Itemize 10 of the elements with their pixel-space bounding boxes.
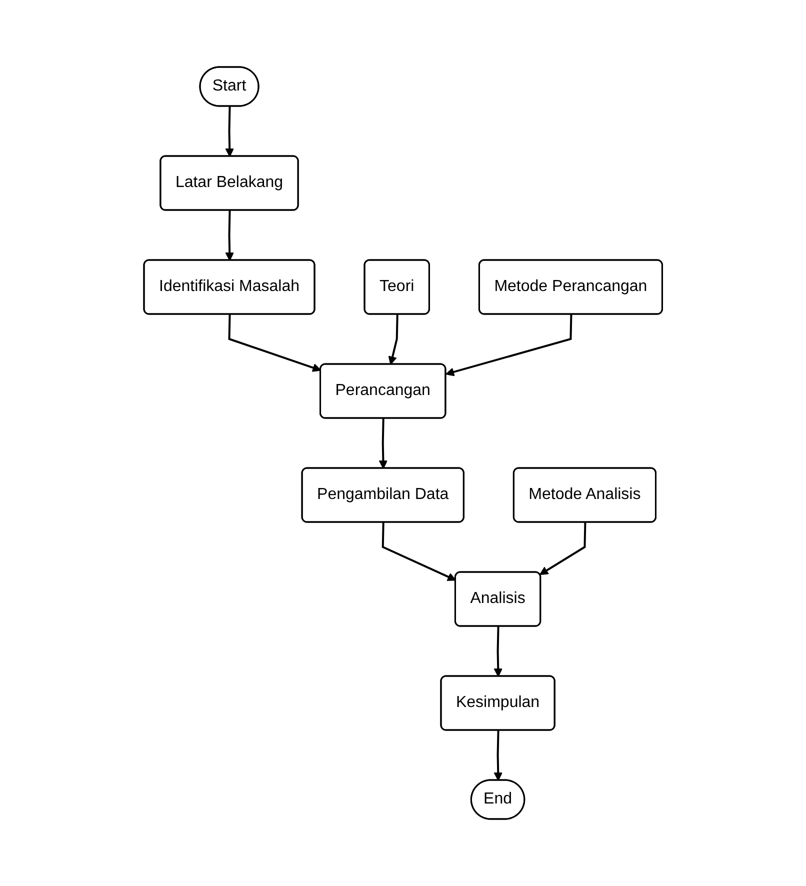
arrow	[378, 418, 388, 469]
arrow	[494, 730, 502, 781]
arrow	[388, 314, 398, 365]
arrow	[225, 106, 234, 157]
arrow	[445, 314, 572, 376]
arrow	[494, 626, 502, 677]
arrow	[539, 522, 586, 575]
arrow	[228, 314, 322, 372]
arrow	[382, 522, 456, 581]
arrow	[225, 210, 234, 261]
